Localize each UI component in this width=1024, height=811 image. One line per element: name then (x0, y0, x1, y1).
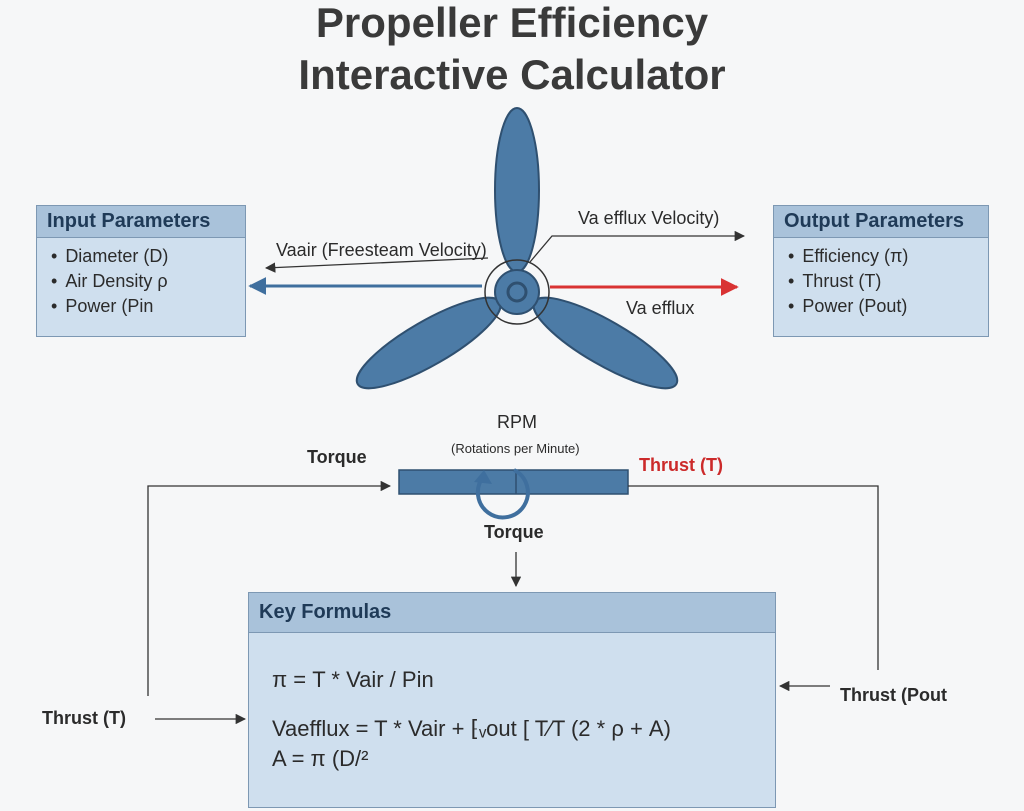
propeller-icon (355, 107, 679, 390)
output-parameters-panel: Output Parameters Efficiency (π) Thrust … (773, 205, 989, 337)
output-parameters-heading: Output Parameters (774, 206, 988, 238)
thrust-red-label: Thrust (T) (639, 455, 723, 475)
freestream-velocity-label: Vaair (Freesteam Velocity) (276, 240, 487, 260)
input-item-power: Power (Pin (51, 294, 245, 319)
output-item-efficiency: Efficiency (π) (788, 244, 988, 269)
input-parameters-panel: Input Parameters Diameter (D) Air Densit… (36, 205, 246, 337)
thrust-right-label: Thrust (Pout (840, 685, 947, 705)
rotation-arrow-icon (474, 468, 530, 520)
torque-below-label: Torque (484, 522, 544, 542)
input-item-diameter: Diameter (D) (51, 244, 245, 269)
formula-efficiency: π = T * Vair / Pin (272, 667, 434, 692)
efflux-label: Va efflux (626, 298, 695, 318)
rpm-label: RPM (497, 412, 537, 432)
rpm-sub-label: (Rotations per Minute) (451, 441, 580, 456)
title-line-1: Propeller Efficiency (315, 0, 709, 46)
formula-area: A = π (D/² (272, 746, 369, 771)
output-item-thrust: Thrust (T) (788, 269, 988, 294)
input-parameters-heading: Input Parameters (37, 206, 245, 238)
efflux-velocity-label: Va efflux Velocity) (578, 208, 720, 228)
thrust-left-label: Thrust (T) (42, 708, 126, 728)
key-formulas-heading: Key Formulas (249, 593, 775, 633)
input-item-air-density: Air Density ρ (51, 269, 245, 294)
torque-left-label: Torque (307, 447, 367, 467)
formula-efflux: Vaefflux = T * Vair + ⁅ᵥout [ T⁄T (2 * ρ… (272, 716, 671, 741)
title-line-2: Interactive Calculator (298, 51, 726, 98)
output-item-power: Power (Pout) (788, 294, 988, 319)
key-formulas-panel: Key Formulas (248, 592, 776, 808)
